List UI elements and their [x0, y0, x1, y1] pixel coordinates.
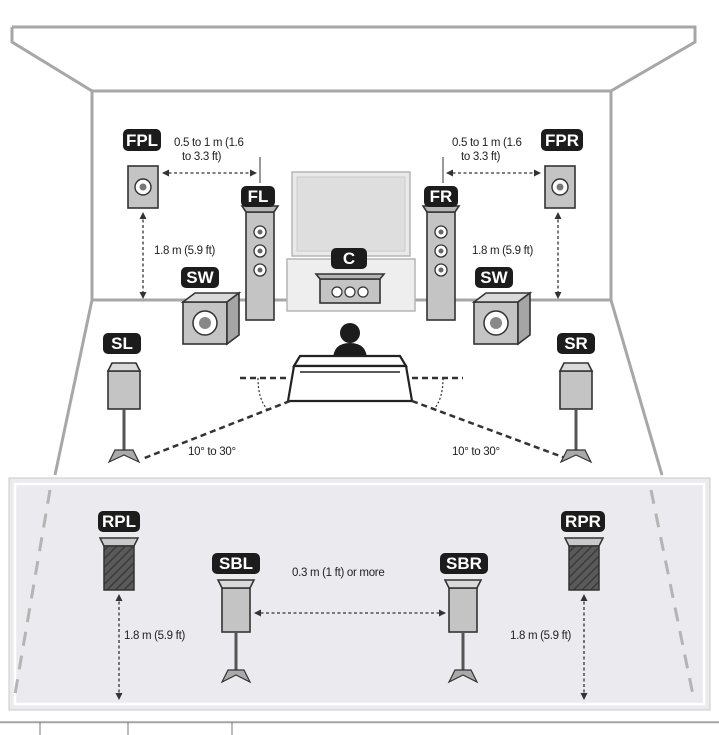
svg-text:FPR: FPR	[545, 131, 579, 150]
surround-back-spacing-note: 0.3 m (1 ft) or more	[292, 567, 384, 579]
sw-right-speaker-icon	[471, 291, 533, 346]
room-outline	[10, 25, 697, 476]
rpl-speaker-icon	[98, 537, 140, 591]
rpr-speaker-icon	[563, 537, 605, 591]
surround-angle-lines	[141, 376, 569, 461]
sr-angle-note: 10° to 30°	[452, 446, 500, 458]
listener-icon	[333, 323, 367, 360]
fpl-height-note: 1.8 m (5.9 ft)	[154, 245, 215, 257]
sbl-speaker-icon	[216, 579, 256, 684]
label-sbr: SBR	[440, 553, 488, 574]
svg-text:SW: SW	[186, 268, 214, 287]
svg-text:SL: SL	[111, 334, 133, 353]
label-sbl: SBL	[212, 553, 260, 574]
sbr-speaker-icon	[443, 579, 483, 684]
svg-text:RPR: RPR	[565, 512, 601, 531]
rear-dimension-lines	[115, 594, 588, 700]
label-rpr: RPR	[561, 511, 605, 532]
label-fpl: FPL	[123, 129, 161, 151]
svg-text:SBR: SBR	[446, 554, 482, 573]
label-fl: FL	[241, 186, 275, 207]
fpr-height-note: 1.8 m (5.9 ft)	[472, 245, 533, 257]
table-edge	[0, 721, 719, 735]
front-dimension-lines	[139, 157, 562, 299]
couch-icon	[286, 354, 414, 403]
fpr-distance-note-line1: 0.5 to 1 m (1.6	[452, 137, 522, 149]
svg-text:FPL: FPL	[126, 131, 158, 150]
fl-speaker-icon	[240, 205, 280, 321]
fpl-distance-note-line1: 0.5 to 1 m (1.6	[174, 137, 244, 149]
svg-text:RPL: RPL	[102, 512, 136, 531]
fpr-distance-note-line2: to 3.3 ft)	[461, 151, 501, 163]
fpr-speaker-icon	[544, 165, 576, 209]
sw-left-speaker-icon	[180, 291, 242, 346]
fpl-speaker-icon	[127, 165, 159, 209]
sl-angle-note: 10° to 30°	[188, 446, 236, 458]
fpl-distance-note-line2: to 3.3 ft)	[182, 151, 222, 163]
sr-speaker-icon	[558, 362, 594, 464]
svg-text:SR: SR	[564, 334, 588, 353]
svg-text:FL: FL	[248, 187, 269, 206]
svg-text:C: C	[343, 249, 355, 268]
label-fpr: FPR	[541, 129, 583, 151]
svg-text:FR: FR	[430, 187, 453, 206]
fr-speaker-icon	[421, 205, 461, 321]
svg-text:SW: SW	[480, 268, 508, 287]
rpr-height-note: 1.8 m (5.9 ft)	[510, 630, 571, 642]
sl-speaker-icon	[106, 362, 142, 464]
label-sw-left: SW	[181, 267, 219, 288]
label-rpl: RPL	[98, 511, 140, 532]
label-sl: SL	[103, 333, 141, 354]
label-fr: FR	[424, 186, 458, 207]
label-c: C	[331, 248, 367, 269]
svg-text:SBL: SBL	[219, 554, 253, 573]
label-sr: SR	[557, 333, 595, 354]
rpl-height-note: 1.8 m (5.9 ft)	[124, 630, 185, 642]
c-speaker-icon	[314, 273, 386, 304]
label-sw-right: SW	[475, 267, 513, 288]
